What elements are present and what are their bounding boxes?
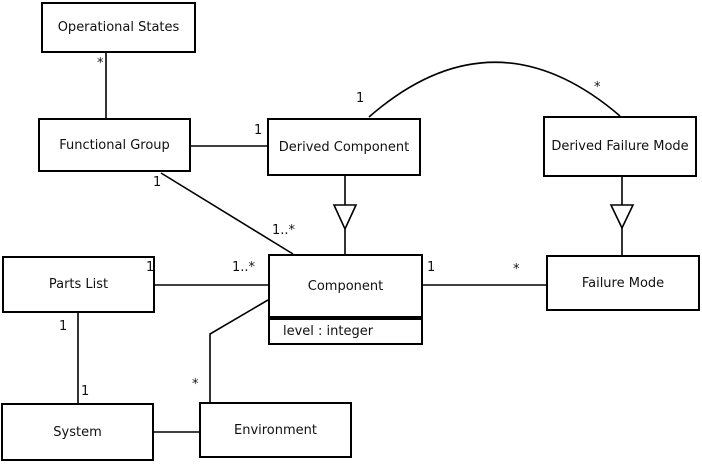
class-derived-component[interactable]: Derived Component (267, 118, 421, 176)
multiplicity-component-from-parts-list: 1..* (232, 260, 256, 275)
assoc-functional-group-component (160, 172, 294, 255)
class-operational-states[interactable]: Operational States (41, 2, 196, 53)
class-name-system: System (53, 424, 102, 440)
multiplicity-derived-component-arc: 1 (356, 91, 365, 106)
multiplicity-parts-list-system: 1 (59, 319, 68, 334)
multiplicity-parts-list-component: 1 (146, 260, 155, 275)
class-functional-group[interactable]: Functional Group (38, 118, 191, 172)
class-system[interactable]: System (1, 403, 154, 461)
multiplicity-component-from-functional-group: 1..* (272, 223, 296, 238)
class-environment[interactable]: Environment (199, 402, 352, 458)
class-component[interactable]: Component level : integer (268, 254, 423, 345)
class-name-functional-group: Functional Group (59, 137, 170, 153)
multiplicity-derived-failure-mode-arc: * (594, 80, 601, 95)
class-name-failure-mode: Failure Mode (581, 275, 665, 291)
class-name-parts-list: Parts List (48, 277, 109, 292)
multiplicity-component-failure-mode: 1 (427, 260, 436, 275)
class-failure-mode[interactable]: Failure Mode (546, 255, 700, 311)
multiplicity-functional-group-derived-component: 1 (254, 123, 263, 138)
generalization-arrow-derived-failure-mode (609, 204, 635, 230)
multiplicity-failure-mode-from-component: * (513, 262, 520, 277)
generalization-arrow-derived-component (332, 204, 358, 231)
multiplicity-functional-group-component: 1 (153, 175, 162, 190)
class-name-component: Component (270, 256, 421, 318)
class-attribute-level: level : integer (270, 318, 421, 343)
multiplicity-environment-from-component: * (192, 377, 199, 392)
class-parts-list[interactable]: Parts List (2, 256, 155, 313)
assoc-component-environment (209, 299, 269, 402)
class-name-derived-failure-mode: Derived Failure Mode (551, 139, 689, 154)
class-derived-failure-mode[interactable]: Derived Failure Mode (543, 116, 697, 177)
multiplicity-system-from-parts-list: 1 (81, 384, 90, 399)
class-name-operational-states: Operational States (57, 20, 180, 35)
assoc-derived-component-derived-failure-mode (368, 61, 621, 118)
class-name-environment: Environment (233, 422, 317, 438)
multiplicity-operational-states: * (97, 56, 104, 71)
class-name-derived-component: Derived Component (278, 139, 410, 155)
